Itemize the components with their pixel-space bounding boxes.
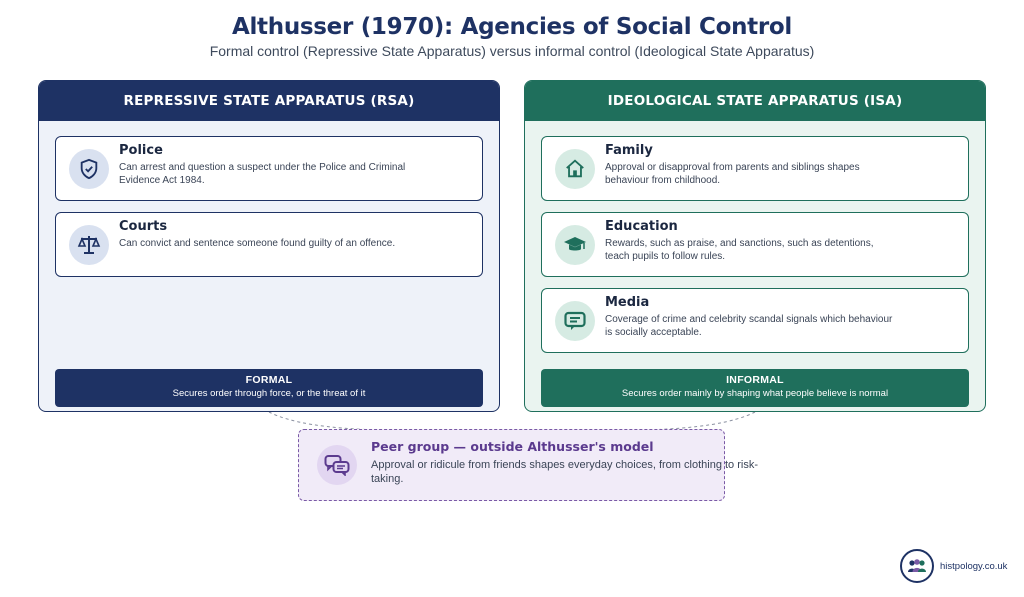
scales-icon: [69, 225, 109, 265]
card-media: Media Coverage of crime and celebrity sc…: [541, 288, 969, 353]
isa-footer: INFORMAL Secures order mainly by shaping…: [541, 369, 969, 407]
card-title: Media: [605, 295, 650, 310]
chat-bubbles-icon: [317, 445, 357, 485]
isa-footer-desc: Secures order mainly by shaping what peo…: [621, 388, 889, 399]
card-desc: Can arrest and question a suspect under …: [119, 162, 406, 186]
card-title: Courts: [119, 219, 168, 234]
rsa-footer-title: FORMAL: [245, 374, 293, 386]
peer-group-desc: Approval or ridicule from friends shapes…: [371, 459, 758, 485]
page-subtitle: Formal control (Repressive State Apparat…: [209, 43, 815, 59]
people-group-icon: [900, 549, 934, 583]
card-education: Education Rewards, such as praise, and s…: [541, 212, 969, 277]
isa-heading: IDEOLOGICAL STATE APPARATUS (ISA): [525, 81, 985, 121]
card-family: Family Approval or disapproval from pare…: [541, 136, 969, 201]
rsa-footer: FORMAL Secures order through force, or t…: [55, 369, 483, 407]
screen-icon: [555, 301, 595, 341]
card-title: Police: [119, 143, 163, 158]
card-desc: Rewards, such as praise, and sanctions, …: [605, 238, 874, 262]
isa-footer-title: INFORMAL: [726, 374, 784, 386]
peer-group-box: Peer group — outside Althusser's model A…: [298, 429, 758, 501]
brand-text[interactable]: histpology.co.uk: [940, 560, 1008, 572]
rsa-footer-desc: Secures order through force, or the thre…: [172, 388, 366, 399]
card-desc: Can convict and sentence someone found g…: [119, 238, 396, 249]
peer-group-title: Peer group — outside Althusser's model: [371, 439, 654, 454]
card-title: Education: [605, 219, 678, 234]
shield-check-icon: [69, 149, 109, 189]
card-police: Police Can arrest and question a suspect…: [55, 136, 483, 201]
rsa-panel: REPRESSIVE STATE APPARATUS (RSA) Police …: [38, 80, 500, 412]
isa-panel: IDEOLOGICAL STATE APPARATUS (ISA) Family…: [524, 80, 986, 412]
card-desc: Approval or disapproval from parents and…: [605, 162, 860, 186]
card-courts: Courts Can convict and sentence someone …: [55, 212, 483, 277]
card-desc: Coverage of crime and celebrity scandal …: [605, 314, 893, 338]
card-title: Family: [605, 143, 653, 158]
rsa-heading: REPRESSIVE STATE APPARATUS (RSA): [39, 81, 499, 121]
house-icon: [555, 149, 595, 189]
brand[interactable]: histpology.co.uk: [900, 549, 1007, 583]
graduation-cap-icon: [555, 225, 595, 265]
page-title: Althusser (1970): Agencies of Social Con…: [231, 14, 793, 40]
